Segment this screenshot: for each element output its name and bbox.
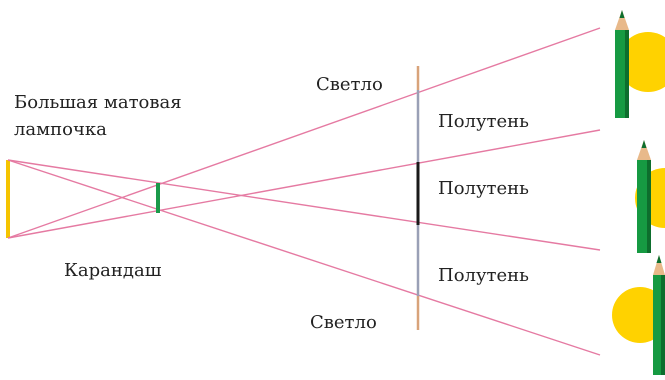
view-middle — [635, 140, 665, 253]
view-top — [615, 10, 665, 118]
light-label-bottom: Светло — [310, 312, 377, 333]
lamp-label-line2: лампочка — [14, 119, 107, 140]
lamp-label-line1: Большая матовая — [14, 92, 182, 113]
ray-bottom-middle — [7, 129, 601, 239]
light-spot — [618, 32, 665, 92]
ray-top-deeper — [7, 159, 601, 356]
penumbra-label-3: Полутень — [438, 265, 529, 286]
pencil-lead — [656, 255, 662, 263]
penumbra-label-1: Полутень — [438, 111, 529, 132]
pencil-tip — [615, 10, 629, 30]
pencil-edge — [625, 30, 629, 118]
pencil-tip — [653, 255, 665, 275]
pencil-label: Карандаш — [64, 260, 162, 281]
pencil-lead — [619, 10, 625, 18]
ray-top-lower — [7, 159, 601, 251]
ray-bottom-upper — [7, 27, 601, 239]
light-rays — [7, 27, 601, 356]
pencil-edge — [661, 275, 665, 375]
penumbra-label-2: Полутень — [438, 178, 529, 199]
light-label-top: Светло — [316, 74, 383, 95]
light-spot — [612, 287, 665, 343]
pencil-lead — [641, 140, 647, 148]
view-bottom — [612, 255, 665, 375]
pencil-tip — [637, 140, 651, 160]
pencil-edge — [647, 160, 651, 253]
